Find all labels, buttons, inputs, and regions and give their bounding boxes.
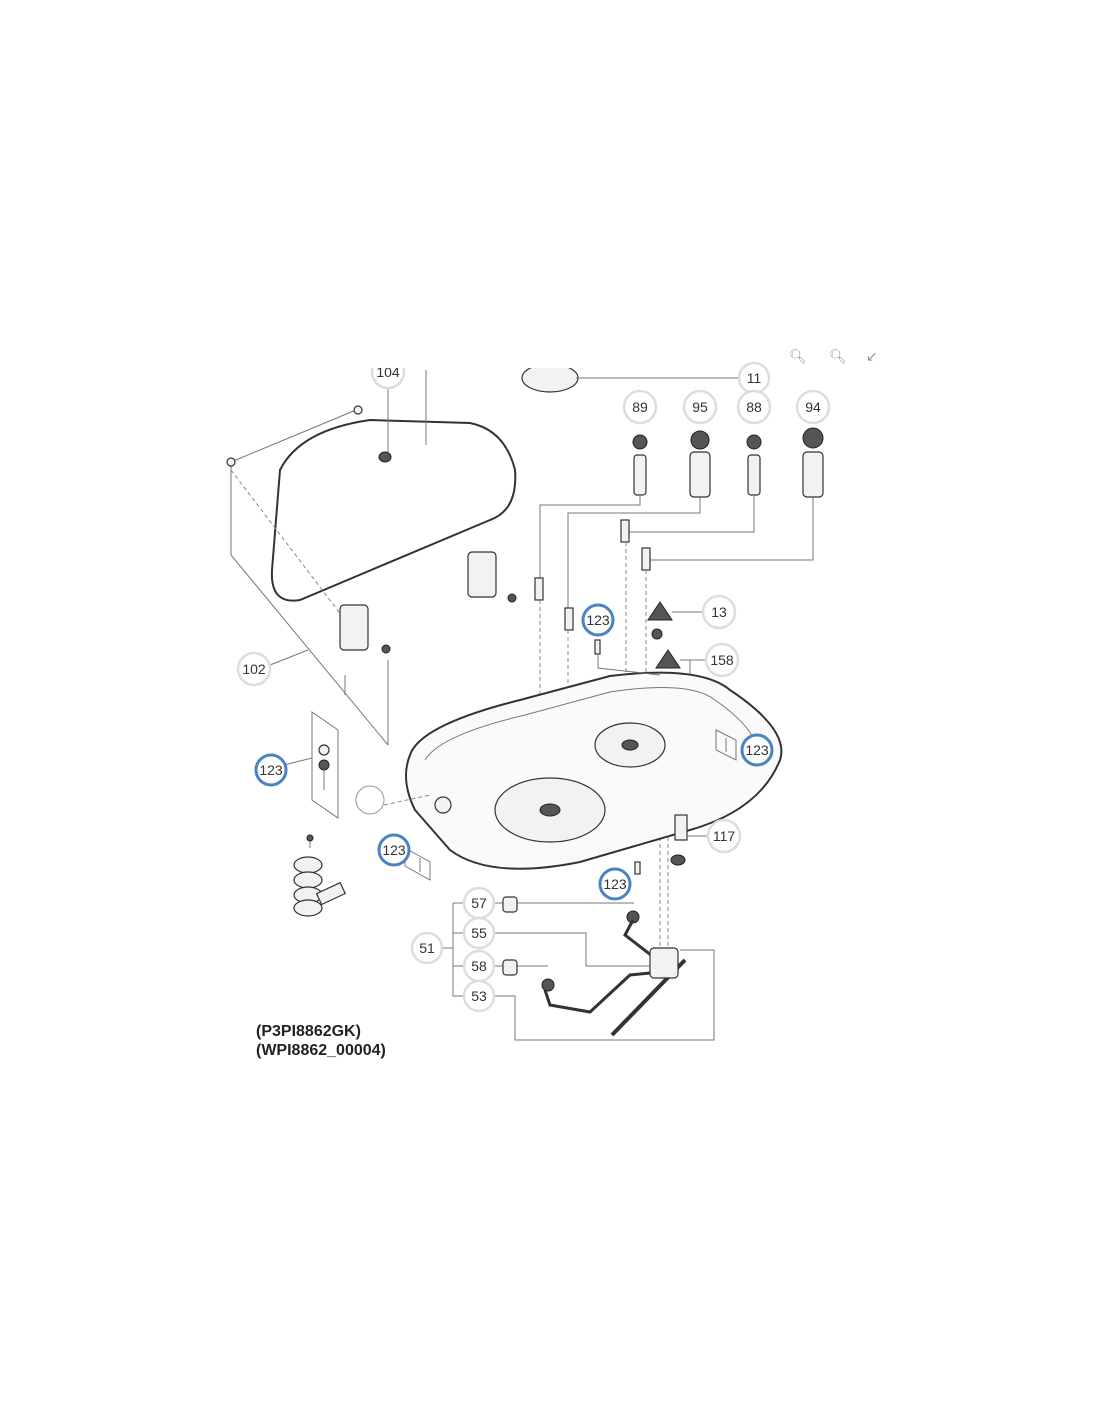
svg-text:158: 158 (710, 652, 734, 668)
svg-text:13: 13 (711, 604, 727, 620)
callout-57[interactable]: 57 (462, 886, 496, 920)
svg-text:123: 123 (259, 762, 283, 778)
screws (283, 639, 737, 881)
callout-102[interactable]: 102 (236, 649, 309, 687)
callout-117[interactable]: 117 (706, 818, 742, 854)
callout-13[interactable]: 13 (701, 594, 737, 630)
diagram-code: (WPI8862_00004) (256, 1042, 386, 1059)
svg-text:51: 51 (419, 940, 435, 956)
zoom-in-icon[interactable]: 🔍︎ (789, 348, 807, 364)
callout-89[interactable]: 89 (622, 389, 658, 425)
svg-text:123: 123 (745, 742, 769, 758)
callout-94[interactable]: 94 (795, 389, 831, 425)
svg-text:117: 117 (713, 828, 736, 844)
callout-123-bottom[interactable]: 123 (598, 867, 632, 901)
zoom-out-icon[interactable]: 🔍︎ (829, 348, 847, 364)
svg-text:11: 11 (747, 370, 762, 386)
svg-text:123: 123 (382, 842, 406, 858)
svg-text:94: 94 (805, 399, 821, 415)
svg-text:102: 102 (242, 661, 266, 677)
callout-55[interactable]: 55 (462, 916, 496, 950)
callout-11[interactable]: 11 (737, 361, 771, 395)
glass-lid (226, 370, 517, 746)
callout-158[interactable]: 158 (704, 642, 740, 678)
diagram-codes: (P3PI8862GK) (WPI8862_00004) (256, 1022, 386, 1060)
svg-text:57: 57 (471, 895, 487, 911)
collapse-icon[interactable]: ↙ (866, 348, 878, 364)
svg-text:95: 95 (692, 399, 708, 415)
svg-text:123: 123 (586, 612, 610, 628)
callout-123-top[interactable]: 123 (581, 603, 615, 637)
callout-88[interactable]: 88 (736, 389, 772, 425)
product-code: (P3PI8862GK) (256, 1023, 361, 1040)
callout-123-lower-left[interactable]: 123 (377, 833, 411, 867)
svg-text:89: 89 (632, 399, 648, 415)
gas-valve-assembly (443, 896, 715, 1041)
svg-text:104: 104 (376, 364, 400, 380)
burner-cap (521, 368, 738, 393)
drain-fitting (293, 834, 347, 917)
callout-51[interactable]: 51 (410, 931, 444, 965)
callout-104[interactable]: 104 (370, 356, 406, 390)
callout-53[interactable]: 53 (462, 979, 496, 1013)
callout-58[interactable]: 58 (462, 949, 496, 983)
svg-text:123: 123 (603, 876, 627, 892)
svg-text:53: 53 (471, 988, 487, 1004)
callout-95[interactable]: 95 (682, 389, 718, 425)
hinges (339, 551, 517, 654)
svg-text:58: 58 (471, 958, 487, 974)
svg-text:55: 55 (471, 925, 487, 941)
callout-123-left[interactable]: 123 (254, 753, 288, 787)
svg-text:88: 88 (746, 399, 762, 415)
callout-123-right[interactable]: 123 (740, 733, 774, 767)
